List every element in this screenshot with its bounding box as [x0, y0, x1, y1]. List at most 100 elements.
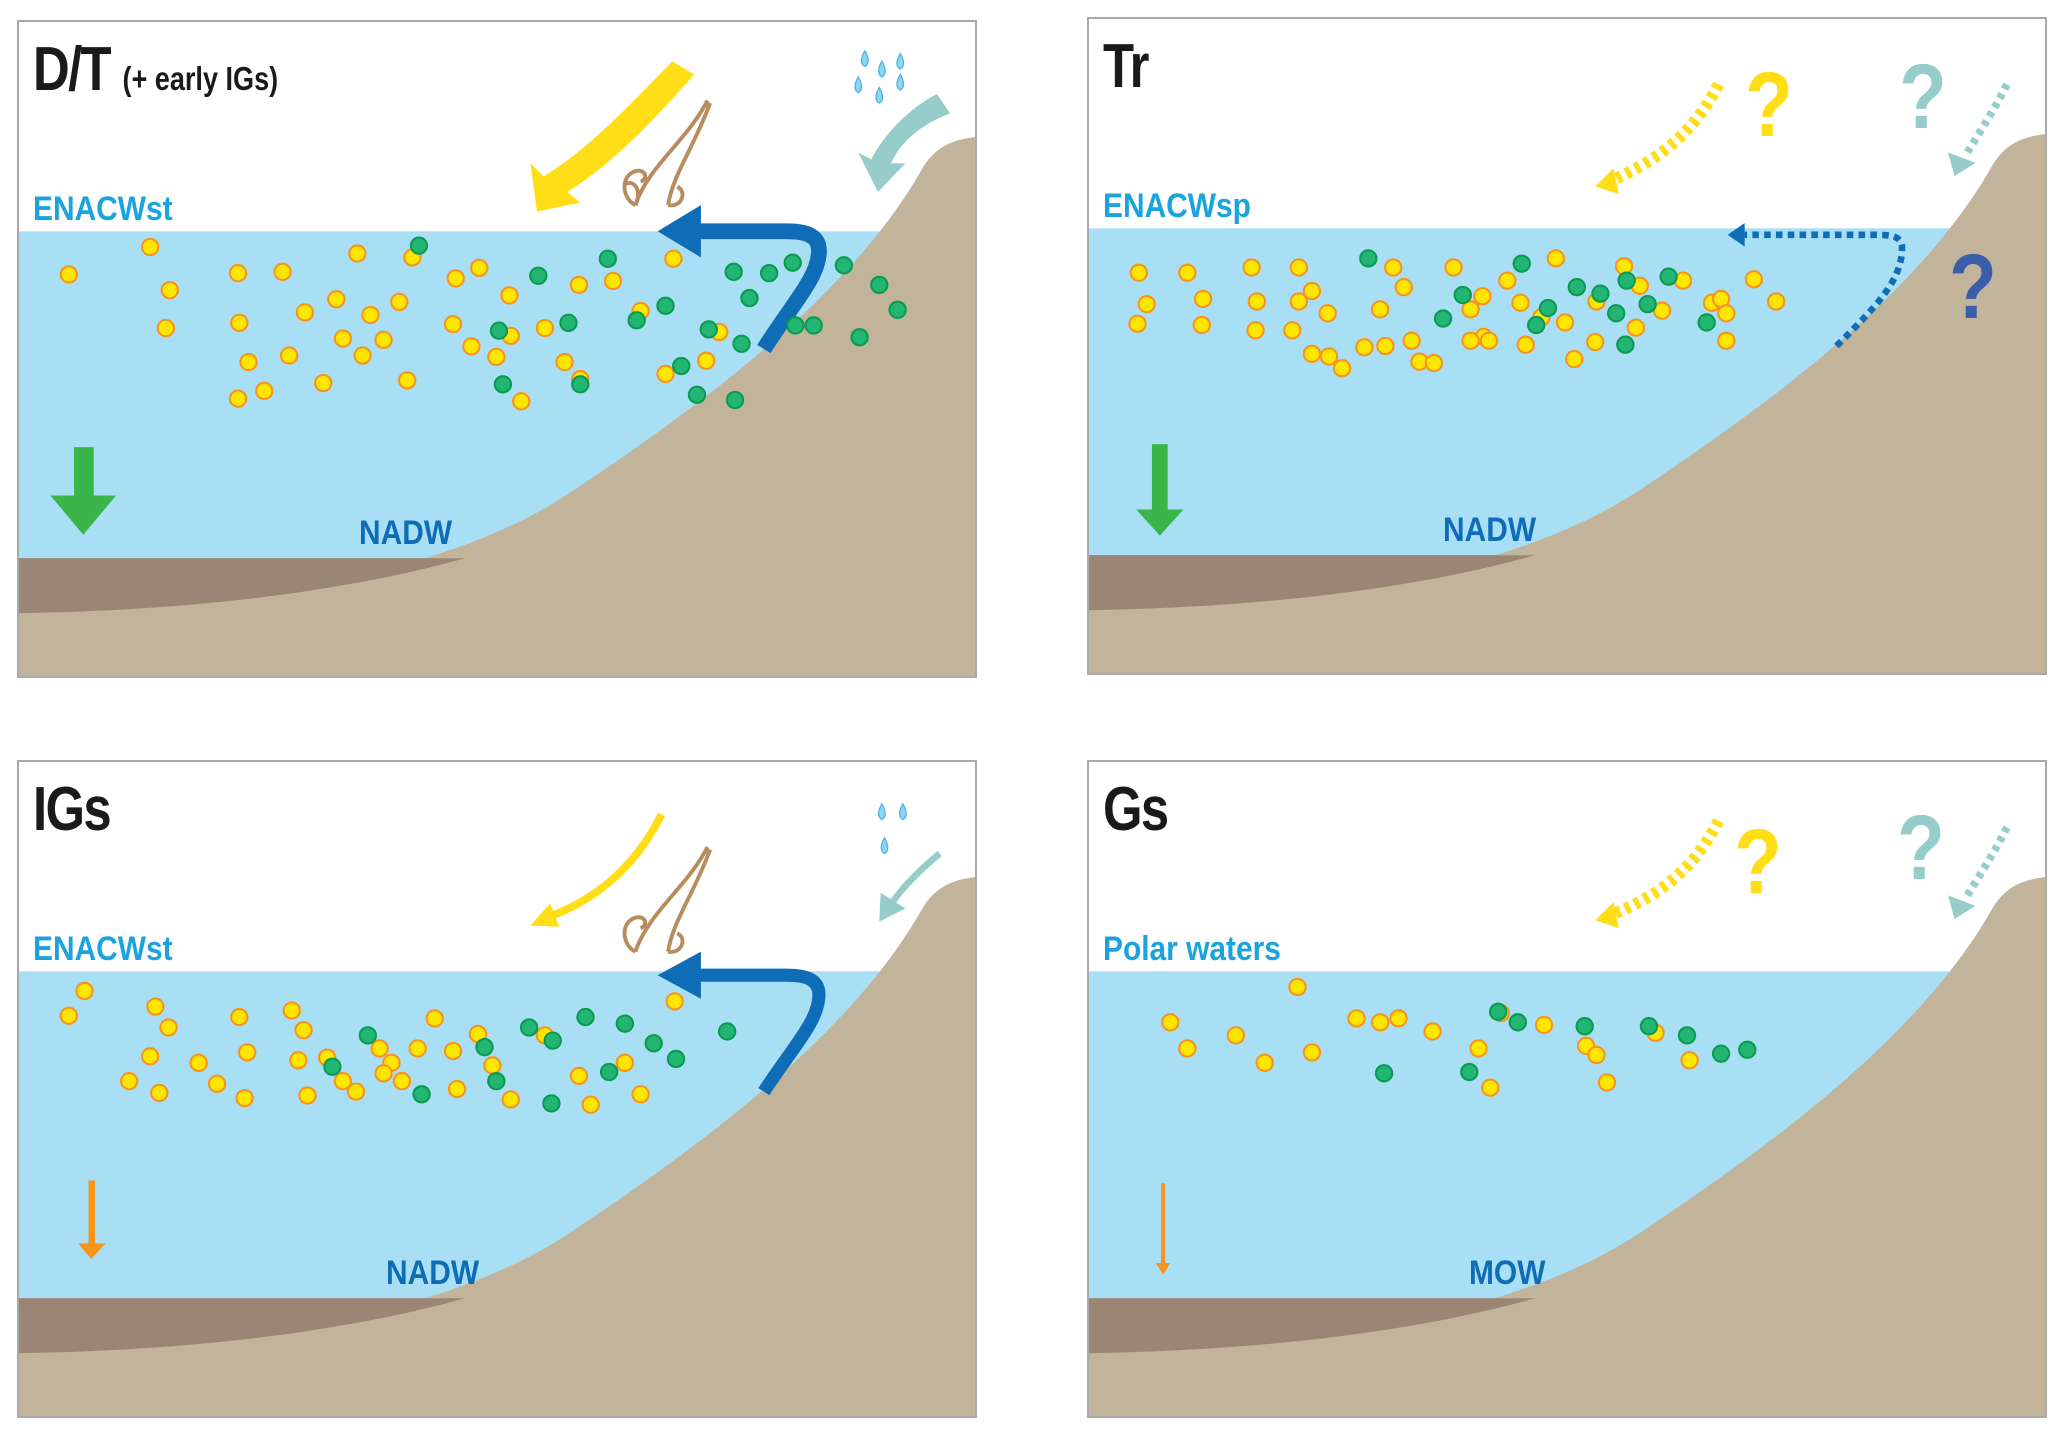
yellow-foraminifera-dot [1744, 270, 1764, 289]
export-arrow-icon [1155, 1183, 1171, 1275]
export-arrow-icon [1136, 444, 1184, 536]
green-foraminifera-dot [1527, 315, 1546, 335]
yellow-foraminifera-dot [1302, 281, 1322, 301]
rain-icon [854, 49, 905, 104]
green-foraminifera-dot [759, 263, 779, 283]
yellow-foraminifera-dot [1597, 1073, 1617, 1092]
yellow-foraminifera-dot [235, 1089, 254, 1108]
yellow-foraminifera-dot [390, 292, 409, 312]
upwelling-arrow-icon [657, 205, 827, 354]
panel-dt: D/T (+ early IGs) ENACWst NADW [17, 20, 977, 678]
green-foraminifera-dot [1638, 294, 1657, 314]
yellow-foraminifera-dot [656, 364, 675, 384]
yellow-foraminifera-dot [1394, 277, 1413, 297]
yellow-foraminifera-dot [1137, 294, 1156, 314]
green-foraminifera-dot [409, 236, 429, 255]
yellow-foraminifera-dot [146, 997, 165, 1016]
yellow-foraminifera-dot [1461, 300, 1480, 319]
shelf-land [19, 877, 975, 1416]
shelf-land [1089, 877, 2045, 1416]
yellow-foraminifera-dot [535, 318, 555, 338]
yellow-foraminifera-dot [500, 286, 519, 305]
green-foraminifera-dot [1738, 1040, 1757, 1059]
green-foraminifera-dot [489, 321, 509, 340]
yellow-foraminifera-dot [75, 981, 94, 1001]
yellow-foraminifera-dot [140, 237, 160, 257]
yellow-foraminifera-dot [1424, 353, 1444, 373]
yellow-foraminifera-dot [1161, 1013, 1180, 1032]
green-foraminifera-dot [598, 249, 617, 268]
panel-tr: Tr ENACWsp NADW ? ? ? [1087, 17, 2047, 675]
yellow-foraminifera-dot [374, 1064, 393, 1083]
green-foraminifera-dot [1433, 309, 1453, 328]
green-foraminifera-dot [725, 390, 745, 410]
yellow-foraminifera-dot [150, 1083, 169, 1103]
yellow-foraminifera-dot [1534, 1015, 1554, 1035]
yellow-foraminifera-dot [1178, 263, 1197, 282]
green-foraminifera-dot [870, 275, 889, 295]
panel-title: IGs [33, 775, 112, 844]
yellow-foraminifera-dot [555, 352, 574, 372]
question-mark-runoff: ? [1897, 797, 1945, 899]
green-foraminifera-dot [724, 262, 743, 281]
wind-swirl-icon [622, 99, 712, 208]
yellow-foraminifera-dot [1555, 313, 1575, 332]
yellow-foraminifera-dot [569, 1066, 589, 1086]
yellow-foraminifera-dot [603, 271, 623, 291]
yellow-foraminifera-dot [314, 373, 333, 393]
green-foraminifera-dot [786, 316, 805, 335]
yellow-foraminifera-dot [569, 275, 589, 295]
yellow-foraminifera-dot [1565, 349, 1584, 369]
yellow-foraminifera-dot [581, 1095, 600, 1114]
yellow-foraminifera-dot [1511, 293, 1530, 312]
scene-gs [1089, 818, 2045, 1416]
yellow-foraminifera-dot [282, 1001, 301, 1020]
question-mark-runoff: ? [1899, 46, 1947, 148]
yellow-foraminifera-dot [59, 265, 79, 284]
yellow-foraminifera-dot [1402, 331, 1421, 350]
yellow-foraminifera-dot [228, 389, 248, 408]
green-foraminifera-dot [1488, 1002, 1508, 1021]
yellow-foraminifera-dot [1242, 258, 1261, 277]
deep-water-label: NADW [359, 514, 453, 552]
green-foraminifera-dot [717, 1022, 737, 1041]
yellow-foraminifera-dot [295, 303, 315, 322]
question-mark-wind: ? [1745, 54, 1793, 156]
wind-arrow-icon [530, 61, 695, 212]
wind-arrow-dashed-icon [1595, 81, 1724, 195]
panel-title: D/T (+ early IGs) [33, 35, 279, 104]
panel-igs: IGs ENACWst NADW [17, 760, 977, 1418]
green-foraminifera-dot [888, 300, 907, 319]
green-foraminifera-dot [1659, 267, 1678, 286]
yellow-foraminifera-dot [1255, 1053, 1274, 1072]
yellow-foraminifera-dot [1473, 287, 1492, 306]
yellow-foraminifera-dot [1717, 304, 1736, 323]
yellow-foraminifera-dot [1332, 359, 1352, 378]
yellow-foraminifera-dot [1626, 318, 1646, 337]
yellow-foraminifera-dot [273, 262, 292, 281]
yellow-foraminifera-dot [631, 1085, 650, 1104]
yellow-foraminifera-dot [1481, 1078, 1500, 1097]
yellow-foraminifera-dot [1370, 1013, 1390, 1032]
yellow-foraminifera-dot [483, 1056, 502, 1075]
yellow-foraminifera-dot [353, 346, 372, 365]
shelf-land [19, 137, 975, 676]
green-foraminifera-dot [576, 1007, 595, 1027]
yellow-foraminifera-dot [446, 269, 465, 288]
sediment-wedge [1089, 555, 1535, 611]
yellow-foraminifera-dot [664, 249, 683, 268]
green-foraminifera-dot [475, 1037, 494, 1057]
yellow-foraminifera-dot [1246, 321, 1265, 340]
yellow-foraminifera-dot [487, 347, 506, 367]
green-foraminifera-dot [543, 1031, 562, 1050]
yellow-foraminifera-dot [346, 1082, 366, 1101]
yellow-foraminifera-dot [119, 1071, 139, 1091]
yellow-foraminifera-dot [1680, 1051, 1699, 1070]
yellow-foraminifera-dot [1376, 336, 1395, 356]
yellow-foraminifera-dot [361, 305, 380, 325]
green-foraminifera-dot [1617, 271, 1636, 290]
yellow-foraminifera-dot [408, 1039, 427, 1058]
panel-title: Gs [1103, 775, 1169, 844]
yellow-foraminifera-dot [1283, 321, 1302, 340]
green-foraminifera-dot [493, 375, 513, 394]
